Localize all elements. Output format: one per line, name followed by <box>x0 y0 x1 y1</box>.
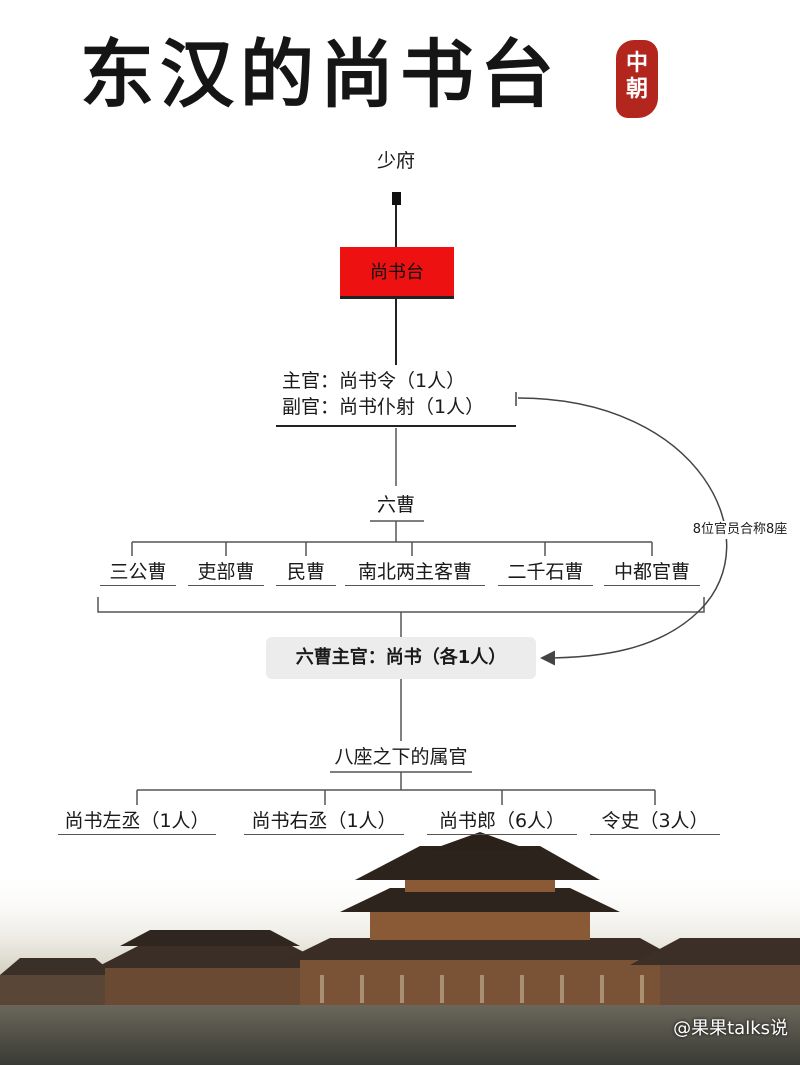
palace-illustration <box>0 832 800 1065</box>
sub-item-youcheng: 尚书右丞（1人） <box>244 808 404 835</box>
cao-item-min: 民曹 <box>276 559 336 586</box>
cao-item-sangong: 三公曹 <box>100 559 176 586</box>
six-cao-chief: 六曹主官：尚书（各1人） <box>266 637 536 679</box>
seal-char-2: 朝 <box>625 76 648 102</box>
arc-note: 8位官员合称8座 <box>678 521 800 539</box>
sub-item-shangshulang: 尚书郎（6人） <box>427 808 577 835</box>
cao-item-erqianshi: 二千石曹 <box>498 559 593 586</box>
connector-cap <box>392 192 401 205</box>
cao-item-libu: 吏部曹 <box>188 559 264 586</box>
subordinates-label: 八座之下的属官 <box>334 746 468 768</box>
six-cao-label: 六曹 <box>376 494 415 516</box>
node-shaofu: 少府 <box>376 150 415 172</box>
deputy-official: 副官：尚书仆射（1人） <box>282 396 485 418</box>
chief-official: 主官：尚书令（1人） <box>282 370 466 392</box>
page-title: 东汉的尚书台 <box>80 32 560 118</box>
seal-char-1: 中 <box>625 50 648 76</box>
node-shangshutai: 尚书台 <box>340 247 454 299</box>
cao-item-zhongduguan: 中都官曹 <box>604 559 700 586</box>
sub-item-zuocheng: 尚书左丞（1人） <box>58 808 216 835</box>
seal-stamp: 中 朝 <box>616 40 658 118</box>
sub-item-lingshi: 令史（3人） <box>590 808 720 835</box>
watermark: @果果talks说 <box>673 1018 788 1039</box>
cao-item-nanbei-zhuke: 南北两主客曹 <box>345 559 485 586</box>
